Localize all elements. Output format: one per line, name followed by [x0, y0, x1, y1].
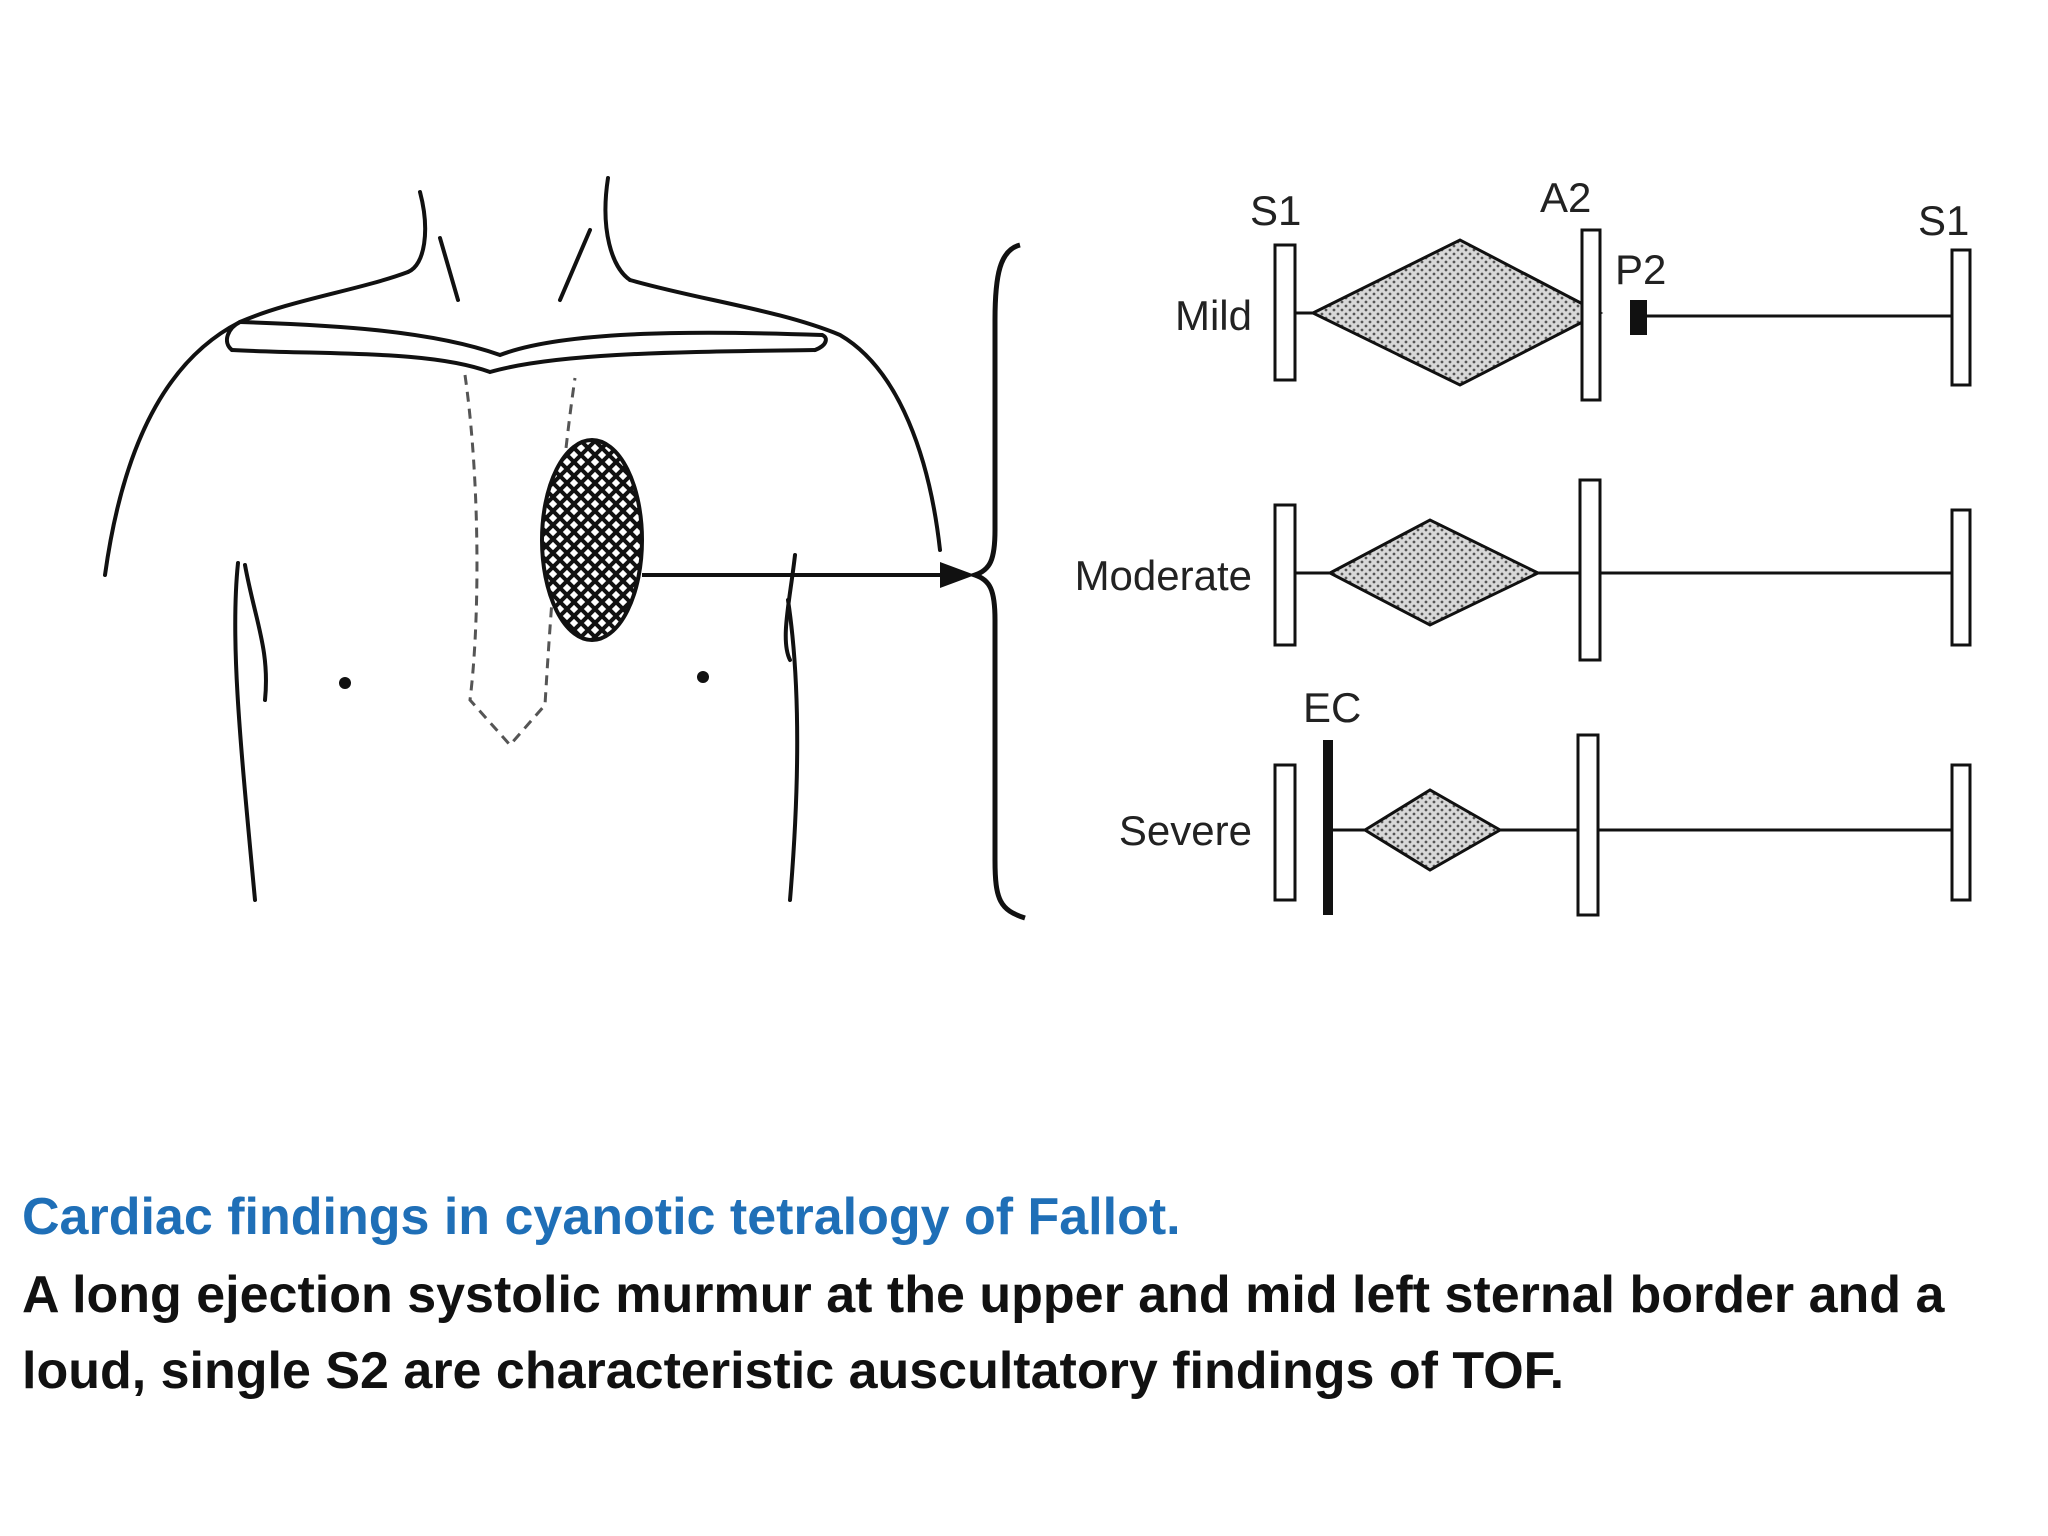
s1-bar: [1273, 763, 1297, 902]
s1-bar: [1273, 503, 1297, 647]
severe-row: EC Severe: [1119, 684, 1972, 917]
left-nipple: [339, 677, 351, 689]
torso-outline: [103, 176, 942, 902]
s1-bar: [1950, 248, 1972, 387]
ec-label: EC: [1303, 684, 1361, 731]
s1-end-label: S1: [1918, 197, 1969, 244]
s1-bar: [1950, 763, 1972, 902]
tof-auscultation-diagram: S1 A2 P2 S1 Mild Moderate EC: [103, 174, 1972, 921]
s2-bar: [1576, 733, 1600, 917]
s2-bar: [1578, 478, 1602, 662]
s1-start-label: S1: [1250, 187, 1301, 234]
caption-title: Cardiac findings in cyanotic tetralogy o…: [22, 1188, 1181, 1246]
ejection-click-mark: [1323, 740, 1333, 915]
p2-label: P2: [1615, 246, 1666, 293]
p2-mark: [1630, 300, 1647, 335]
curly-brace: [967, 242, 1026, 921]
phonocardiogram: S1 A2 P2 S1 Mild Moderate EC: [1075, 174, 1972, 917]
s1-bar: [1950, 508, 1972, 647]
moderate-row: Moderate: [1075, 478, 1972, 662]
a2-bar: [1580, 228, 1602, 402]
murmur-diamond: [1309, 238, 1604, 387]
mild-row: Mild: [1175, 228, 1972, 402]
caption-block: Cardiac findings in cyanotic tetralogy o…: [22, 1185, 2022, 1409]
row-label-mild: Mild: [1175, 292, 1252, 339]
murmur-location-oval: [540, 438, 644, 642]
pointer-arrow-head: [940, 562, 975, 588]
right-nipple: [697, 671, 709, 683]
row-label-moderate: Moderate: [1075, 552, 1252, 599]
murmur-diamond: [1362, 788, 1504, 872]
murmur-diamond: [1326, 518, 1542, 627]
row-label-severe: Severe: [1119, 807, 1252, 854]
s1-bar: [1273, 243, 1297, 382]
a2-label: A2: [1540, 174, 1591, 221]
caption-body: A long ejection systolic murmur at the u…: [22, 1266, 1945, 1400]
